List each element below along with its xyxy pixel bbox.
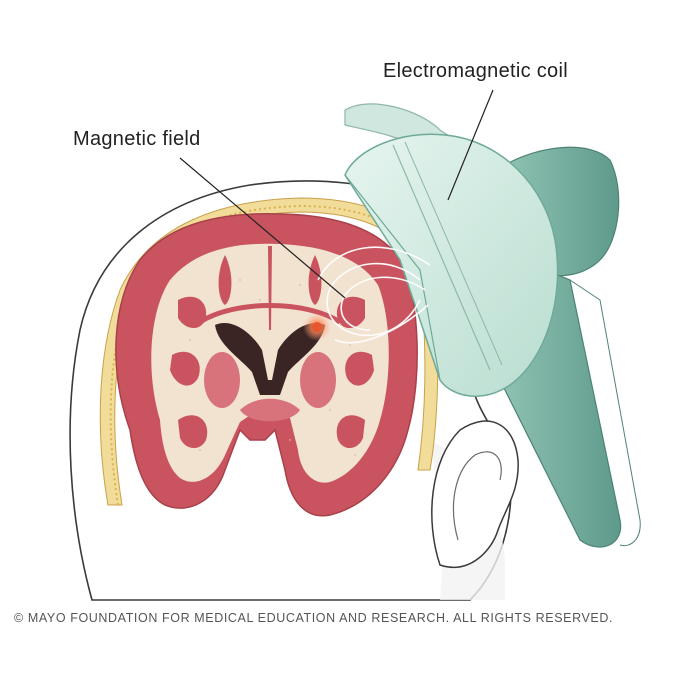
leader-lines — [179, 89, 494, 299]
stimulation-point — [303, 313, 331, 341]
magnetic-field-lines — [317, 246, 431, 344]
copyright-notice: © MAYO FOUNDATION FOR MEDICAL EDUCATION … — [14, 611, 614, 625]
field-leader-line — [179, 157, 346, 299]
electromagnetic-coil — [344, 133, 559, 397]
coil-leader-line — [447, 89, 494, 201]
ear — [431, 420, 519, 568]
brain-coronal-section — [115, 213, 418, 517]
magnetic-field-label: Magnetic field — [73, 128, 201, 150]
electromagnetic-coil-label: Electromagnetic coil — [383, 60, 568, 82]
